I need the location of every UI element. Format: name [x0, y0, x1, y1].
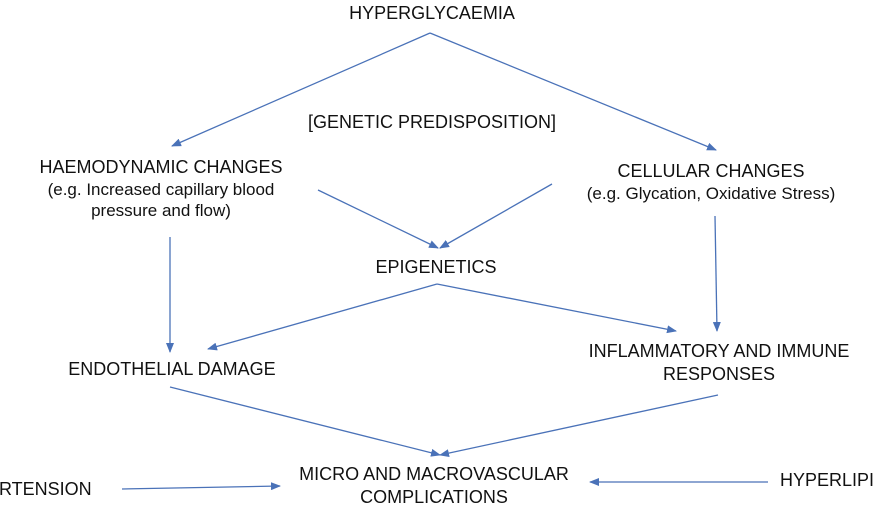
arrow-haemodynamic-to-epigenetics — [317, 189, 439, 249]
inflammatory-line2: RESPONSES — [662, 363, 776, 384]
haemodynamic-detail-line2: pressure and flow) — [91, 200, 231, 220]
endothelial-damage-label: ENDOTHELIAL DAMAGE — [68, 359, 276, 379]
arrow-hypertension-to-complications — [121, 482, 281, 491]
epigenetics-label: EPIGENETICS — [375, 257, 497, 277]
arrow-cellular-to-epigenetics — [439, 183, 553, 249]
node-endothelial-damage: ENDOTHELIAL DAMAGE — [68, 358, 275, 381]
node-cellular-changes: CELLULAR CHANGES (e.g. Glycation, Oxidat… — [587, 160, 835, 204]
complications-line1: MICRO AND MACROVASCULAR — [299, 464, 569, 484]
node-epigenetics: EPIGENETICS — [375, 256, 496, 279]
haemodynamic-title: HAEMODYNAMIC CHANGES — [39, 157, 283, 177]
cellular-detail: (e.g. Glycation, Oxidative Stress) — [586, 183, 836, 203]
node-hyperlipidaemia: HYPERLIPI — [780, 469, 874, 492]
arrow-inflammatory-to-complications — [439, 394, 719, 458]
node-haemodynamic-changes: HAEMODYNAMIC CHANGES (e.g. Increased cap… — [39, 156, 282, 221]
hyperglycaemia-label: HYPERGLYCAEMIA — [349, 3, 515, 23]
node-genetic-predisposition: [GENETIC PREDISPOSITION] — [308, 111, 556, 134]
node-hypertension: RTENSION — [0, 478, 92, 501]
arrow-hyperglycaemia-to-cellular — [429, 32, 717, 151]
arrow-epigenetics-to-inflammatory — [436, 283, 677, 334]
arrow-hyperglycaemia-to-haemodynamic — [171, 32, 431, 147]
arrow-cellular-to-inflammatory — [712, 215, 721, 332]
hyperlipidaemia-label: HYPERLIPI — [780, 470, 875, 490]
node-inflammatory-responses: INFLAMMATORY AND IMMUNE RESPONSES — [589, 340, 850, 385]
genetic-predisposition-label: [GENETIC PREDISPOSITION] — [307, 112, 557, 132]
cellular-title: CELLULAR CHANGES — [617, 161, 805, 181]
node-hyperglycaemia: HYPERGLYCAEMIA — [349, 2, 515, 25]
arrow-endothelial-to-complications — [169, 386, 441, 457]
inflammatory-line1: INFLAMMATORY AND IMMUNE — [588, 341, 850, 361]
arrow-epigenetics-to-endothelial — [207, 283, 438, 351]
complications-line2: COMPLICATIONS — [360, 486, 508, 507]
haemodynamic-detail-line1: (e.g. Increased capillary blood — [47, 179, 275, 199]
node-complications: MICRO AND MACROVASCULAR COMPLICATIONS — [299, 463, 569, 508]
hypertension-label: RTENSION — [0, 479, 92, 499]
